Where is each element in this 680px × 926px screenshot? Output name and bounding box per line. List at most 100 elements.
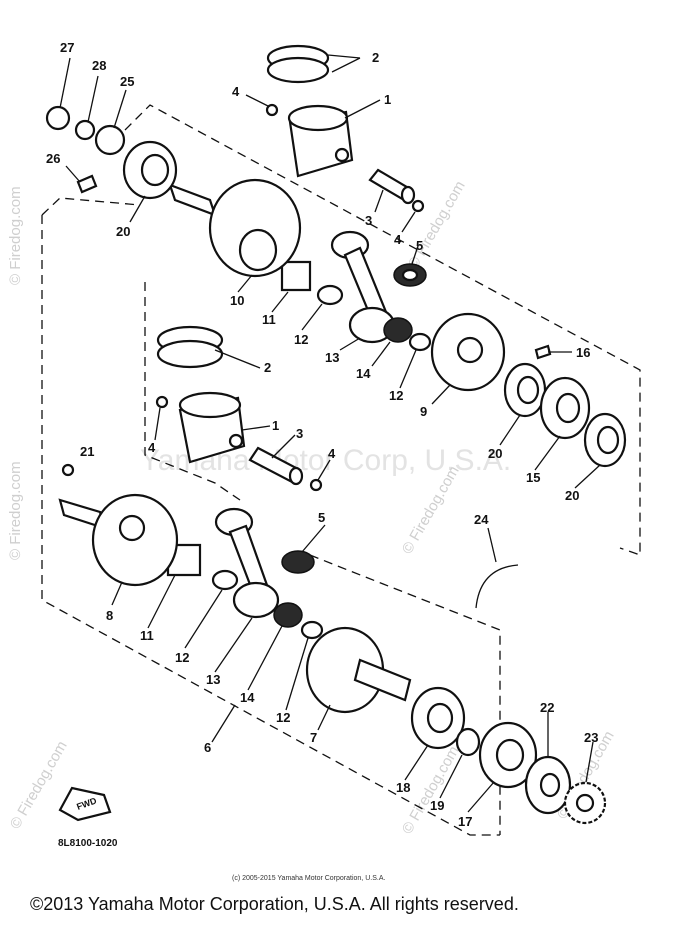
- leader-lines: [59, 54, 601, 813]
- main-bearing-upper-left: [122, 140, 178, 200]
- callout-27: 27: [60, 40, 74, 55]
- callout-7: 7: [310, 730, 317, 745]
- crank-web-9: [430, 312, 506, 392]
- connecting-rod-lower: [214, 507, 280, 619]
- callout-28: 28: [92, 58, 106, 73]
- callout-24: 24: [474, 512, 489, 527]
- callout-4-upper-left: 4: [232, 84, 240, 99]
- diagram-code: 8L8100-1020: [58, 838, 118, 849]
- main-bearing-18: [410, 686, 466, 750]
- callout-2-lower: 2: [264, 360, 271, 375]
- watermark-mid: © Firedog.com: [399, 463, 463, 557]
- callout-4-lower-left: 4: [148, 440, 156, 455]
- callout-11-upper: 11: [262, 312, 276, 327]
- assembly-outline-inner: [144, 282, 241, 501]
- callout-17: 17: [458, 814, 472, 829]
- watermark-left-mid: © Firedog.com: [7, 461, 24, 560]
- seal-17: [478, 721, 538, 789]
- copyright-footer: ©2013 Yamaha Motor Corporation, U.S.A. A…: [30, 894, 519, 914]
- assembly-outline-connector: [41, 197, 141, 216]
- callout-20-right-a: 20: [488, 446, 502, 461]
- callout-5-lower: 5: [318, 510, 325, 525]
- callout-11-lower: 11: [140, 628, 154, 643]
- assembly-outline-lower: [41, 215, 500, 836]
- callout-13-lower: 13: [206, 672, 220, 687]
- sprocket-23: [563, 781, 607, 825]
- callout-13-upper: 13: [325, 350, 339, 365]
- needle-bearing-upper: [393, 263, 427, 287]
- callout-10: 10: [230, 293, 244, 308]
- callout-20-right-b: 20: [565, 488, 579, 503]
- callout-4-upper-right: 4: [394, 232, 402, 247]
- callout-2-upper: 2: [372, 50, 379, 65]
- callout-5-upper: 5: [416, 238, 423, 253]
- callout-3-upper: 3: [365, 213, 372, 228]
- piston-rings-upper: [266, 44, 330, 84]
- callout-19: 19: [430, 798, 444, 813]
- callout-25: 25: [120, 74, 134, 89]
- callout-12-upper-right: 12: [389, 388, 403, 403]
- nut-27: [45, 105, 71, 131]
- callout-1-upper: 1: [384, 92, 391, 107]
- callout-12-lower-right: 12: [276, 710, 290, 725]
- fine-print: (c) 2005-2015 Yamaha Motor Corporation, …: [232, 875, 385, 882]
- circlip-lower-right: [309, 478, 323, 492]
- callout-4-lower-right: 4: [328, 446, 336, 461]
- crank-web-8: [58, 493, 179, 587]
- callout-12-lower-left: 12: [175, 650, 189, 665]
- main-bearing-right-a: [503, 362, 547, 418]
- circlip-lower-left: [155, 395, 169, 409]
- piston-lower: [178, 391, 246, 464]
- washer-upper-left: [316, 284, 344, 306]
- crank-web-10: [168, 178, 302, 278]
- callout-26: 26: [46, 151, 60, 166]
- callout-14-lower: 14: [240, 690, 255, 705]
- callout-23: 23: [584, 730, 598, 745]
- callout-14-upper: 14: [356, 366, 371, 381]
- watermark-left-bottom: © Firedog.com: [7, 738, 71, 832]
- half-ring-24: [475, 564, 519, 609]
- callout-1-lower: 1: [272, 418, 279, 433]
- callout-9: 9: [420, 404, 427, 419]
- washer-28: [74, 119, 96, 141]
- main-bearing-right-b: [583, 412, 627, 468]
- forward-arrow-icon: FWD: [58, 786, 112, 822]
- callout-21: 21: [80, 444, 94, 459]
- circlip-upper-right: [411, 199, 425, 213]
- connecting-rod-upper: [330, 230, 396, 344]
- crank-bearing-upper: [383, 317, 413, 343]
- callout-12-upper-left: 12: [294, 332, 308, 347]
- key-26: [76, 174, 98, 194]
- callout-labels: 2 1 4 27 28 25 26 20 3 4 5 10 11 12 13 1…: [46, 40, 598, 829]
- callout-8: 8: [106, 608, 113, 623]
- assembly-outline-upper: [124, 104, 641, 556]
- callout-18: 18: [396, 780, 410, 795]
- callout-16: 16: [576, 345, 590, 360]
- washer-19: [455, 727, 481, 757]
- collar-22: [524, 755, 572, 815]
- washer-upper-right: [408, 332, 432, 352]
- needle-bearing-lower: [281, 550, 315, 574]
- callout-3-lower: 3: [296, 426, 303, 441]
- piston-upper: [287, 104, 354, 178]
- circlip-upper-left: [265, 103, 279, 117]
- washer-lower-left: [211, 569, 239, 591]
- piston-rings-lower: [156, 325, 224, 369]
- seal-15: [539, 376, 591, 440]
- seal-25: [94, 124, 126, 156]
- pin-16: [534, 344, 552, 360]
- callout-22: 22: [540, 700, 554, 715]
- crank-pin-upper: [280, 260, 312, 292]
- crank-bearing-lower: [273, 602, 303, 628]
- piston-pin-lower: [248, 446, 304, 486]
- callout-6: 6: [204, 740, 211, 755]
- callout-20-upper-left: 20: [116, 224, 130, 239]
- callout-15: 15: [526, 470, 540, 485]
- piston-pin-upper: [368, 168, 416, 205]
- small-part-21: [61, 463, 75, 477]
- washer-lower-right: [300, 620, 324, 640]
- crank-web-7: [305, 626, 412, 714]
- watermark-left-top: © Firedog.com: [7, 186, 24, 285]
